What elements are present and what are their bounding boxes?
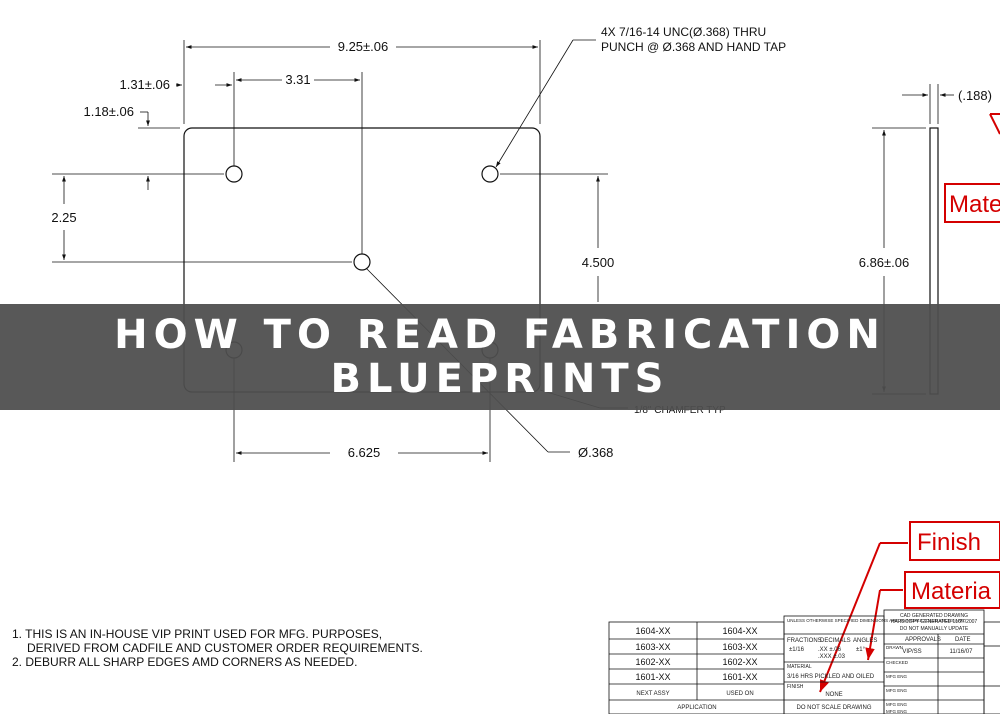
thickness-label: (.188) [958, 88, 992, 103]
bottom-spacing-label: 6.625 [348, 445, 381, 460]
fractions-label: FRACTIONS [787, 638, 822, 644]
material-label: Materia [911, 578, 992, 605]
decimals-value-2: .XXX ±.03 [818, 654, 846, 660]
dim-vertical-spacing: 2.25 [51, 173, 352, 263]
note-1: 1. THIS IS AN IN-HOUSE VIP PRINT USED FO… [12, 627, 382, 641]
part-row-4-b: 1601-XX [722, 672, 757, 682]
part-row-4-a: 1601-XX [635, 672, 670, 682]
used-on-label: USED ON [726, 691, 753, 697]
material-side-annotation: Mate [944, 113, 1000, 223]
part-row-2-b: 1603-XX [722, 642, 757, 652]
cad-note-2: HARDCOPY GENERATED 11/27/2007 [891, 619, 978, 625]
next-assy-label: NEXT ASSY [636, 691, 669, 697]
material-side-label: Mate [949, 191, 1000, 218]
drawn-label: DRAWN [886, 645, 903, 650]
angles-value: ±1° [856, 647, 866, 653]
height-right-label: 4.500 [582, 255, 615, 270]
mfg-eng-2: MFG ENG [886, 688, 907, 693]
mfg-eng-4: MFG ENG [886, 709, 907, 714]
left-offset-label: 1.31±.06 [119, 77, 170, 92]
do-not-scale-label: DO NOT SCALE DRAWING [796, 705, 871, 711]
date-label: DATE [955, 637, 971, 643]
material-field-label: MATERIAL [787, 664, 812, 670]
top-offset-label: 1.18±.06 [83, 104, 134, 119]
hole-callout: 4X 7/16-14 UNC(Ø.368) THRU PUNCH @ Ø.368… [495, 25, 786, 168]
hole-note-line2: PUNCH @ Ø.368 AND HAND TAP [601, 40, 786, 54]
application-label: APPLICATION [677, 705, 716, 711]
hole-note-line1: 4X 7/16-14 UNC(Ø.368) THRU [601, 25, 766, 39]
vertical-spacing-label: 2.25 [51, 210, 76, 225]
part-row-1-a: 1604-XX [635, 626, 670, 636]
decimals-label: DECIMALS [820, 638, 851, 644]
finish-field-label: FINISH [787, 684, 804, 690]
fractions-value: ±1/16 [789, 647, 805, 653]
overall-width-label: 9.25±.06 [338, 39, 389, 54]
finish-annotation: Finish [819, 521, 1000, 693]
mfg-eng-3: MFG ENG [886, 702, 907, 707]
finish-label: Finish [917, 529, 981, 556]
cad-note-1: CAD GENERATED DRAWING [900, 613, 968, 619]
checked-label: CHECKED [886, 660, 909, 665]
material-field-value: 3/16 HRS PICKLED AND OILED [787, 674, 875, 680]
drawn-date-value: 11/16/07 [950, 649, 974, 655]
dim-hole-spacing: 3.31 [233, 72, 363, 254]
cad-note-3: DO NOT MANUALLY UPDATE [900, 626, 969, 632]
dim-left-offset: 1.31±.06 [119, 77, 232, 92]
part-row-3-b: 1602-XX [722, 657, 757, 667]
mfg-eng-1: MFG ENG [886, 674, 907, 679]
hole-center [353, 253, 371, 271]
dim-height-right: 4.500 [500, 173, 615, 302]
title-banner: HOW TO READ FABRICATION BLUEPRINTS [0, 304, 1000, 410]
hole-top-right [481, 165, 499, 183]
dim-overall-width: 9.25±.06 [183, 39, 541, 124]
note-2: 2. DEBURR ALL SHARP EDGES AMD CORNERS AS… [12, 655, 357, 669]
approvals-label: APPROVALS [905, 637, 941, 643]
decimals-value-1: .XX ±.06 [818, 647, 842, 653]
chamfer-label: 1/8" CHAMFER TYP [634, 405, 726, 416]
dim-top-offset: 1.18±.06 [83, 104, 180, 190]
hole-spacing-label: 3.31 [285, 72, 310, 87]
note-1-cont: DERIVED FROM CADFILE AND CUSTOMER ORDER … [27, 641, 423, 655]
hole-diameter-label: Ø.368 [578, 445, 613, 460]
banner-title: HOW TO READ FABRICATION BLUEPRINTS [114, 312, 886, 402]
part-row-3-a: 1602-XX [635, 657, 670, 667]
part-row-1-b: 1604-XX [722, 626, 757, 636]
angles-label: ANGLES [853, 638, 877, 644]
drawn-by-value: VIP/SS [902, 649, 921, 655]
finish-field-value: NONE [825, 692, 842, 698]
title-block: 1604-XX 1604-XX 1603-XX 1603-XX 1602-XX … [608, 609, 1000, 714]
material-annotation: Materia [865, 571, 1000, 661]
general-notes: 1. THIS IS AN IN-HOUSE VIP PRINT USED FO… [12, 627, 423, 669]
part-row-2-a: 1603-XX [635, 642, 670, 652]
hole-top-left [225, 165, 243, 183]
tolerance-header: UNLESS OTHERWISE SPECIFIED DIMENSIONS AR… [787, 618, 966, 623]
side-height-label: 6.86±.06 [859, 255, 910, 270]
